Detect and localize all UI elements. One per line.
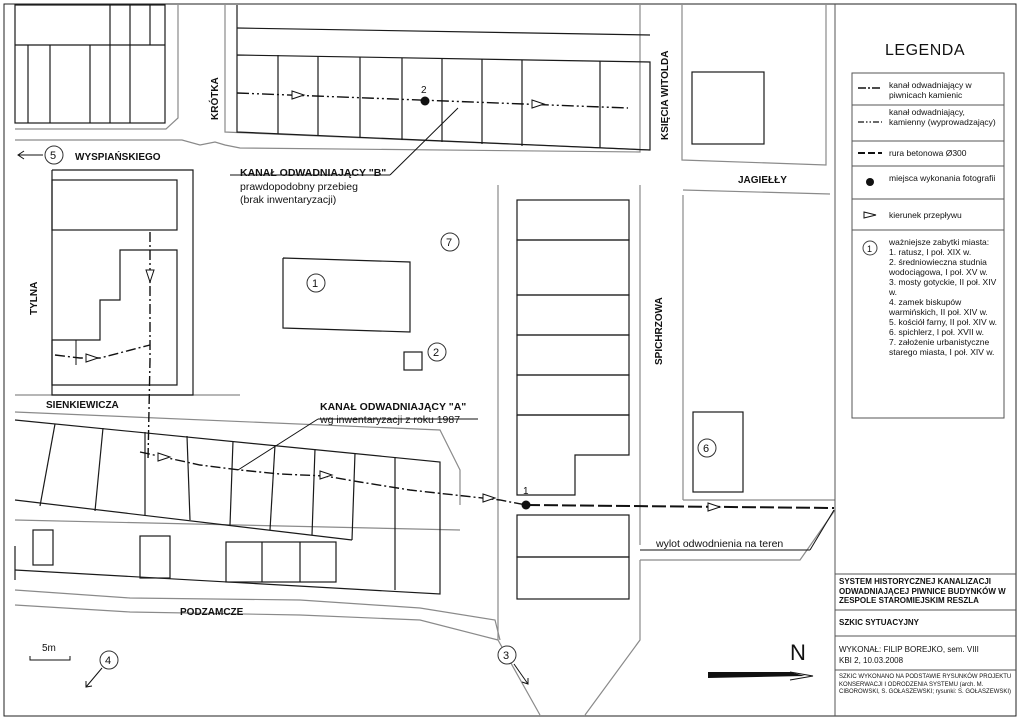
monument-7-label: 7 bbox=[446, 237, 452, 249]
scale-bar: 5m bbox=[29, 643, 71, 661]
street-krotka: KRÓTKA bbox=[208, 77, 221, 120]
legend-entry-concrete-pipe: rura betonowa Ø300 bbox=[889, 148, 967, 158]
street-sienkiewicza: SIENKIEWICZA bbox=[46, 400, 119, 411]
legend-entry-photo-points: miejsca wykonania fotografii bbox=[889, 173, 996, 183]
monument-5-label: 5 bbox=[50, 150, 56, 162]
channel-a bbox=[139, 451, 527, 506]
legend-monument-item: 2. średniowieczna studnia wodociągowa, I… bbox=[889, 257, 988, 277]
legend-monument-item: 7. założenie urbanistyczne starego miast… bbox=[889, 337, 995, 357]
title-block-note: SZKIC WYKONANO NA PODSTAWIE RYSUNKÓW PRO… bbox=[839, 674, 1012, 695]
svg-text:1: 1 bbox=[867, 244, 872, 254]
legend-symbols: 1 bbox=[858, 87, 882, 256]
street-wyspianskiego: WYSPIAŃSKIEGO bbox=[75, 150, 161, 163]
channel-b-note: (brak inwentaryzacji) bbox=[240, 194, 336, 206]
title-block-date: KBI 2, 10.03.2008 bbox=[839, 656, 904, 665]
photo-point-marker bbox=[420, 96, 430, 106]
north-arrow: N bbox=[708, 640, 814, 681]
photo-point-marker bbox=[521, 500, 531, 510]
svg-text:N: N bbox=[790, 640, 806, 665]
photo-point-label: 1 bbox=[523, 486, 529, 497]
street-lines bbox=[14, 5, 836, 716]
street-ksiecia-witolda: KSIĘCIA WITOLDA bbox=[660, 51, 671, 140]
concrete-pipe bbox=[525, 502, 835, 512]
street-podzamcze: PODZAMCZE bbox=[180, 607, 244, 618]
legend-monuments: ważniejsze zabytki miasta: 1. ratusz, I … bbox=[889, 237, 1001, 357]
monument-4-label: 4 bbox=[105, 655, 111, 667]
legend-monument-item: 3. mosty gotyckie, II poł. XIV w. bbox=[889, 277, 997, 297]
monument-2-label: 2 bbox=[433, 347, 439, 359]
monument-markers bbox=[44, 145, 717, 670]
legend-monuments-heading: ważniejsze zabytki miasta: bbox=[889, 237, 990, 247]
channel-a-title: KANAŁ ODWADNIAJĄCY "A" bbox=[320, 401, 466, 413]
street-spichrzowa: SPICHRZOWA bbox=[654, 297, 665, 365]
title-block-drawing: SZKIC SYTUACYJNY bbox=[839, 618, 920, 627]
legend-entry-channel-stone: kanał odwadniający, kamienny (wyprowadza… bbox=[889, 107, 996, 127]
street-tylna: TYLNA bbox=[29, 282, 40, 315]
monument-6-label: 6 bbox=[703, 443, 709, 455]
street-jagielly: JAGIEŁŁY bbox=[738, 175, 787, 186]
legend-entry-channel-cellar: kanał odwadniający w piwnicach kamienic bbox=[889, 80, 972, 100]
channel-tylna bbox=[54, 232, 155, 461]
title-block-author: WYKONAŁ: FILIP BOREJKO, sem. VIII bbox=[839, 645, 979, 654]
channel-b-title: KANAŁ ODWADNIAJĄCY "B" bbox=[240, 167, 386, 179]
title-block-project: SYSTEM HISTORYCZNEJ KANALIZACJI ODWADNIA… bbox=[839, 577, 1006, 605]
photo-point-label: 2 bbox=[421, 85, 427, 96]
channel-a-subtitle: wg inwentaryzacji z roku 1987 bbox=[319, 414, 460, 426]
legend-entry-flow-direction: kierunek przepływu bbox=[889, 210, 962, 220]
svg-text:5m: 5m bbox=[42, 643, 56, 654]
legend-monument-item: 5. kościół farny, II poł. XIV w. bbox=[889, 317, 998, 327]
legend-frame bbox=[834, 4, 1016, 716]
monument-1-label: 1 bbox=[312, 278, 318, 290]
outlet-label: wylot odwodnienia na teren bbox=[655, 538, 783, 550]
channel-b-subtitle: prawdopodobny przebieg bbox=[240, 181, 358, 193]
legend-monument-item: 4. zamek biskupów warmińskich, II poł. X… bbox=[889, 297, 988, 317]
legend-monument-item: 1. ratusz, I poł. XIX w. bbox=[889, 247, 972, 257]
buildings bbox=[14, 4, 765, 600]
legend-monument-item: 6. spichlerz, I poł. XVII w. bbox=[889, 327, 984, 337]
legend-title: LEGENDA bbox=[885, 42, 965, 59]
monument-3-label: 3 bbox=[503, 650, 509, 662]
channel-b bbox=[236, 90, 629, 109]
